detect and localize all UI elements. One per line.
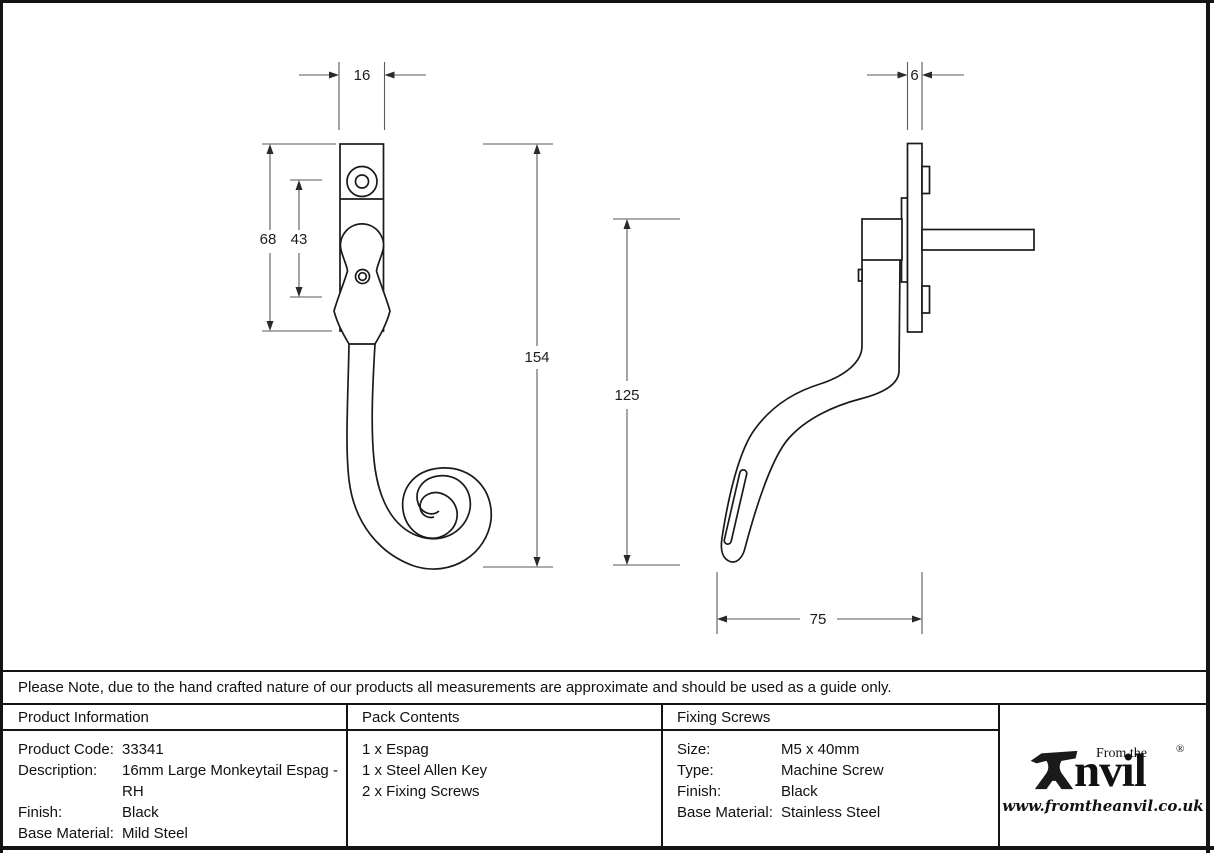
sheet-border-top [0,0,1214,3]
front-view-figure: 16 68 43 [260,62,553,570]
table-row: Product Code: 33341 [18,739,346,760]
dimension-front-hole-spacing: 43 [290,179,322,298]
product-information-column: Product Information Product Code: 33341 … [3,705,348,846]
list-item: 1 x Steel Allen Key [362,762,488,779]
product-information-header: Product Information [3,705,346,731]
side-spindle [921,228,1035,251]
fixing-screws-header: Fixing Screws [663,705,998,731]
list-item: 1 x Espag [362,741,429,758]
row-value: 33341 [122,741,164,758]
table-row: Finish: Black [18,802,346,823]
side-lug-top [921,165,931,195]
row-value: Black [781,783,818,800]
dim-label-154: 154 [524,349,549,366]
row-label: Product Code: [18,741,114,758]
side-handle-curve [720,259,901,563]
brand-website: www.fromtheanvil.co.uk [1002,797,1204,815]
table-row: Description: 16mm Large Monkeytail Espag… [18,760,346,802]
sheet-border-right [1206,0,1210,853]
side-lug-bottom [921,285,931,314]
dimension-side-projection: 75 [716,572,923,634]
dimension-front-total-height: 154 [483,143,553,568]
side-tip-slot [723,469,748,545]
row-label: Finish: [18,804,63,821]
fixing-screws-column: Fixing Screws Size: M5 x 40mm Type: Mach… [663,705,1000,846]
side-nub [857,268,863,282]
sheet-border-left [0,0,3,853]
anvil-icon [1030,750,1078,790]
table-row: Size: M5 x 40mm [677,739,998,760]
dim-label-43: 43 [291,231,308,248]
measurement-note-row: Please Note, due to the hand crafted nat… [3,670,1206,705]
pack-contents-header: Pack Contents [348,705,661,731]
measurement-note-text: Please Note, due to the hand crafted nat… [18,679,892,696]
dim-label-68: 68 [260,231,277,248]
dim-label-6: 6 [910,67,918,84]
front-screw-hole-outer [346,165,378,198]
dim-label-16: 16 [354,67,371,84]
front-pivot-outer [354,268,371,285]
table-row: Base Material: Stainless Steel [677,802,998,823]
row-label: Description: [18,762,98,779]
row-label: Base Material: [18,825,114,842]
dimension-front-backplate-height: 68 [260,143,336,332]
table-row: Base Material: Mild Steel [18,823,346,844]
table-row: Type: Machine Screw [677,760,998,781]
dim-label-125: 125 [614,387,639,404]
brand-prefix: From the [1096,746,1147,761]
brand-logo-cell: From the nvil ® www.fromtheanvil.co.uk [1000,705,1206,846]
front-tail-outer-curve [346,343,493,570]
row-value: Black [122,804,159,821]
row-label: Finish: [677,783,722,800]
pack-contents-column: Pack Contents 1 x Espag 1 x Steel Allen … [348,705,663,846]
front-pivot-inner [357,271,368,282]
sheet-border-bottom [0,846,1214,850]
dimension-side-plate-thickness: 6 [867,62,964,130]
row-value: Mild Steel [122,825,188,842]
front-tail-inner-curve [371,343,472,540]
row-label: Type: [677,762,714,779]
row-label: Size: [677,741,711,758]
dimension-side-height: 125 [613,218,680,566]
table-row: Finish: Black [677,781,998,802]
side-view-figure: 6 125 75 [613,62,1035,634]
side-backplate [906,142,923,333]
side-handle-base [861,218,903,261]
brand-name: nvil [1074,745,1147,797]
row-value: M5 x 40mm [781,741,860,758]
row-value: Machine Screw [781,762,884,779]
row-value: Stainless Steel [781,804,881,821]
registered-mark: ® [1176,743,1185,755]
list-item: 2 x Fixing Screws [362,783,480,800]
dimension-front-width: 16 [299,62,426,130]
technical-drawing: 16 68 43 [260,62,1035,634]
row-value: 16mm Large Monkeytail Espag - RH [122,762,338,800]
row-label: Base Material: [677,804,773,821]
dim-label-75: 75 [810,611,827,628]
info-table: Product Information Product Code: 33341 … [3,705,1206,846]
front-screw-hole-inner [354,174,370,189]
